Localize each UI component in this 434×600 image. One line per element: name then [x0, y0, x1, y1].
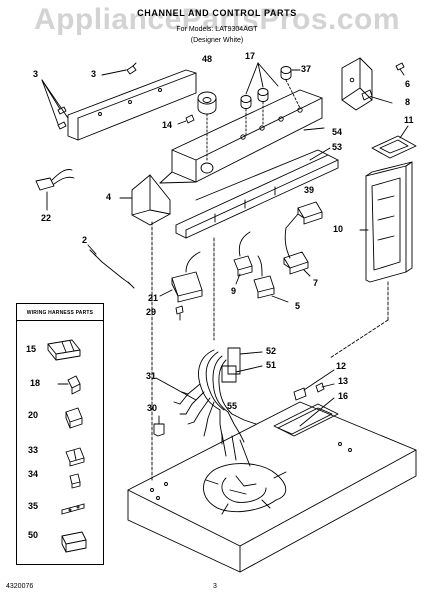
- callout-2: 2: [82, 235, 88, 245]
- callout-21: 21: [148, 293, 159, 303]
- clip-30: [153, 415, 165, 437]
- callout-5: 5: [295, 301, 301, 311]
- callout-10: 10: [333, 224, 344, 234]
- diagram-title: CHANNEL AND CONTROL PARTS: [137, 8, 297, 18]
- page-number: 3: [213, 583, 217, 590]
- callout-17: 17: [245, 51, 256, 61]
- callout-7: 7: [313, 278, 319, 288]
- callout-37: 37: [301, 64, 312, 74]
- harness-part-15: [47, 339, 81, 361]
- harness-part-20: [65, 407, 83, 429]
- side-bracket: [67, 69, 197, 141]
- harness-part-35: [61, 503, 85, 515]
- control-knobs: [240, 66, 301, 136]
- callout-13: 13: [338, 376, 349, 386]
- callout-34: 34: [28, 469, 39, 479]
- lid-switch: [371, 125, 417, 159]
- callout-54: 54: [332, 127, 343, 137]
- callout-51: 51: [266, 360, 277, 370]
- grommet-12: [293, 369, 335, 401]
- control-console: [159, 89, 323, 184]
- callout-50: 50: [28, 530, 39, 540]
- callout-31: 31: [146, 371, 157, 381]
- callout-6: 6: [405, 79, 411, 89]
- timer-knob: [197, 91, 217, 163]
- switch-5: [253, 255, 289, 303]
- callout-16: 16: [338, 391, 349, 401]
- wiring-harness-parts-box: WIRING HARNESS PARTS: [16, 303, 104, 565]
- callout-29: 29: [146, 307, 157, 317]
- screw-13: [315, 382, 335, 393]
- callout-48: 48: [202, 54, 213, 64]
- callout-11: 11: [404, 115, 414, 125]
- harness-part-34: [69, 473, 81, 489]
- callout-3-left: 3: [33, 69, 39, 79]
- channel-rail: [175, 149, 339, 239]
- harness-part-18: [57, 375, 81, 395]
- callout-15: 15: [26, 344, 37, 354]
- callout-20: 20: [28, 410, 39, 420]
- callout-22: 22: [41, 213, 52, 223]
- model-line: For Models: LAT9304AGT: [176, 26, 258, 33]
- callout-30: 30: [147, 403, 158, 413]
- callout-12: 12: [336, 361, 347, 371]
- timer-21: [159, 251, 203, 303]
- base-plate: [127, 401, 417, 573]
- end-cap-left: [119, 174, 171, 226]
- callout-55: 55: [227, 401, 238, 411]
- screw-29: [175, 305, 184, 321]
- callout-35: 35: [28, 501, 39, 511]
- document-number: 4320076: [6, 583, 34, 590]
- callout-8: 8: [405, 97, 411, 107]
- callout-14: 14: [162, 120, 173, 130]
- harness-box-divider: [17, 320, 103, 321]
- harness-part-50: [61, 531, 87, 553]
- callout-52: 52: [266, 346, 277, 356]
- rear-panel: [359, 161, 413, 283]
- switch-7: [283, 227, 311, 277]
- screw-14: [177, 114, 195, 125]
- wire-2: [87, 244, 135, 289]
- switch-9: [233, 231, 253, 285]
- end-cap-right: [341, 57, 373, 111]
- callout-33: 33: [28, 445, 39, 455]
- screw-3: [126, 62, 137, 75]
- callout-4: 4: [106, 192, 112, 202]
- callout-53: 53: [332, 142, 343, 152]
- wire-connector-22: [35, 169, 75, 211]
- color-line: (Designer White): [190, 37, 244, 44]
- switch-39: [285, 201, 323, 229]
- harness-box-title: WIRING HARNESS PARTS: [26, 310, 94, 316]
- callout-39: 39: [304, 185, 315, 195]
- wiring-harness: [155, 347, 263, 445]
- harness-part-33: [65, 447, 85, 467]
- callout-18: 18: [30, 378, 41, 388]
- callout-3-top: 3: [91, 69, 97, 79]
- callout-9: 9: [231, 286, 237, 296]
- screw-3b: [57, 106, 67, 130]
- screw-6: [395, 62, 405, 76]
